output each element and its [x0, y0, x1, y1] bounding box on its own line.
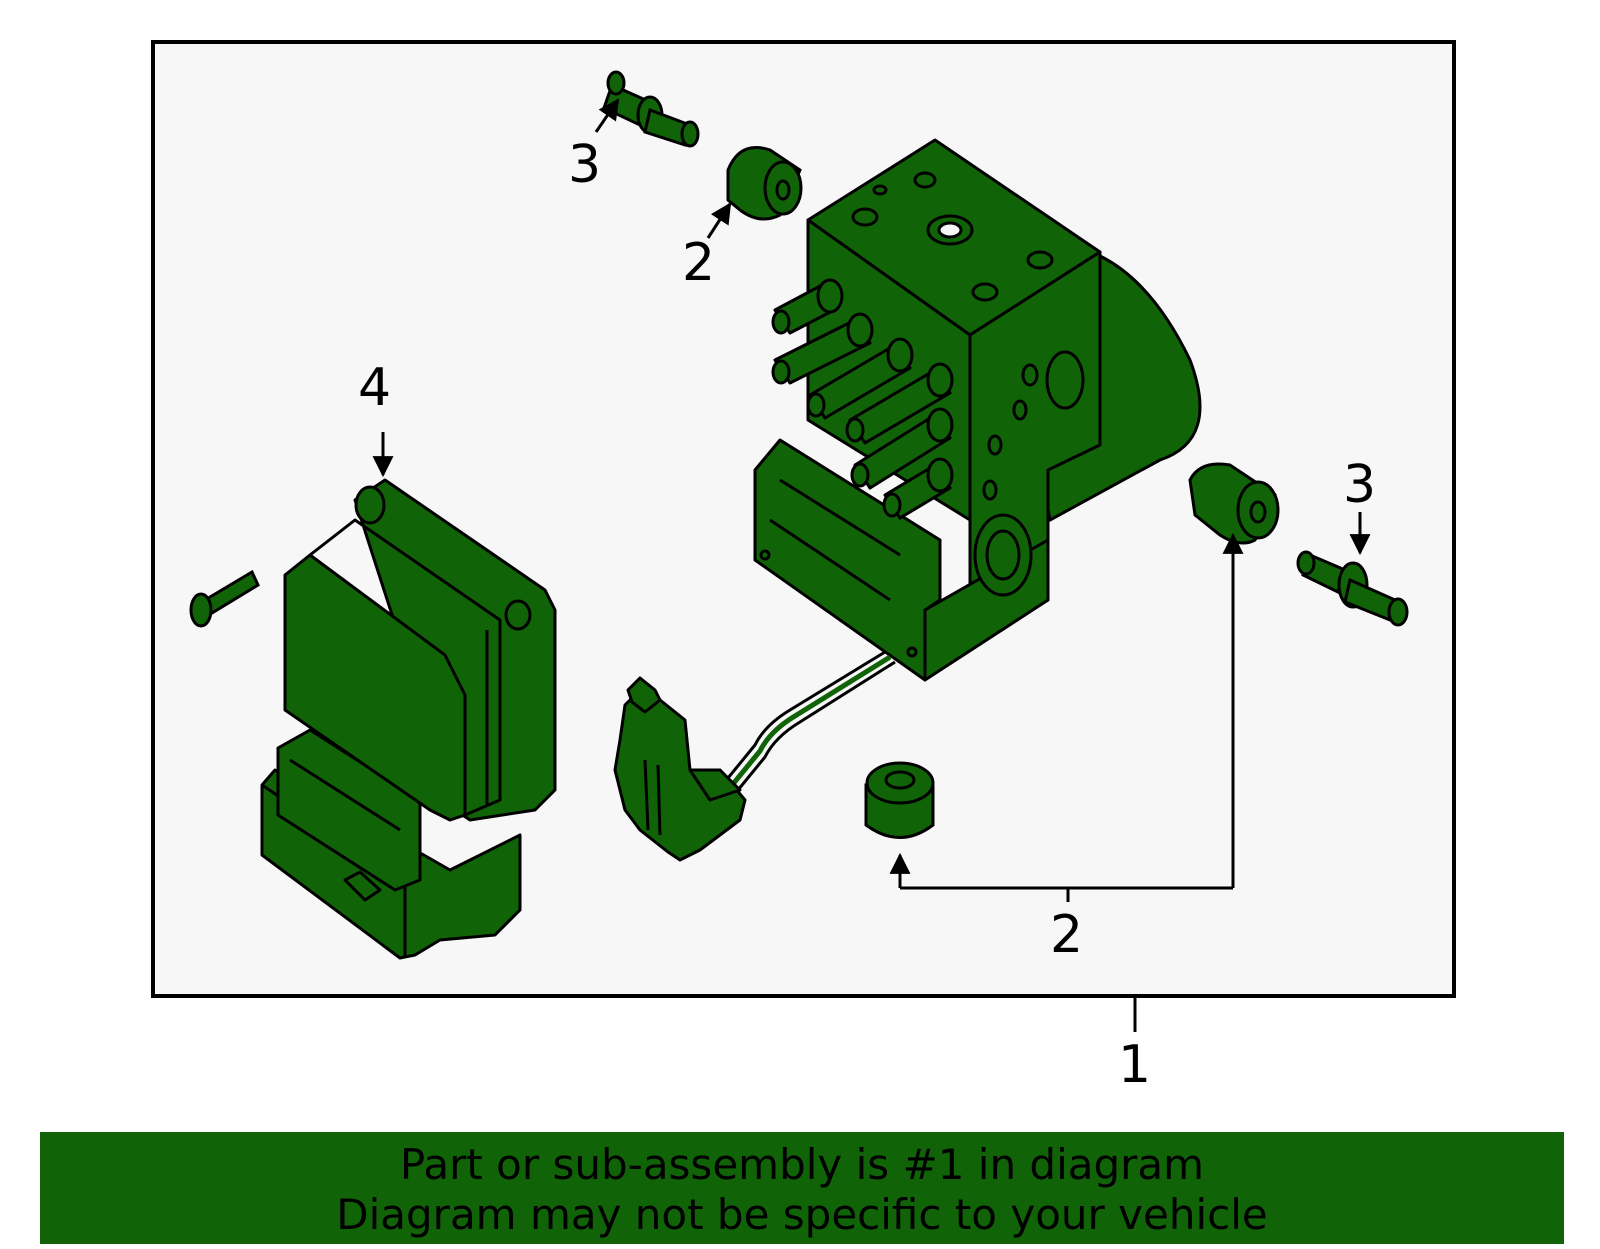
- callout-2-bottom: 2: [1050, 905, 1083, 965]
- bushing-bottom: [864, 761, 935, 839]
- disclaimer-banner: Part or sub-assembly is #1 in diagram Di…: [40, 1132, 1564, 1244]
- control-module: [260, 478, 557, 960]
- bolt-left: [189, 569, 260, 628]
- bolt-right: [1296, 550, 1409, 627]
- callout-2-top: 2: [682, 233, 715, 293]
- harness-connector: [613, 676, 747, 862]
- bushing-top: [726, 146, 803, 221]
- callout-1: 1: [1118, 1035, 1151, 1095]
- callout-4: 4: [358, 358, 391, 418]
- bushing-right: [1188, 462, 1280, 545]
- callout-3-right: 3: [1343, 455, 1376, 515]
- disclaimer-line-1: Part or sub-assembly is #1 in diagram: [399, 1140, 1205, 1189]
- callout-3-top: 3: [568, 135, 601, 195]
- abs-hydraulic-unit: [753, 138, 1202, 682]
- wiring-harness: [726, 650, 896, 791]
- leader-lines: [372, 98, 1371, 1032]
- bolt-top: [602, 70, 700, 148]
- disclaimer-line-2: Diagram may not be specific to your vehi…: [336, 1190, 1268, 1239]
